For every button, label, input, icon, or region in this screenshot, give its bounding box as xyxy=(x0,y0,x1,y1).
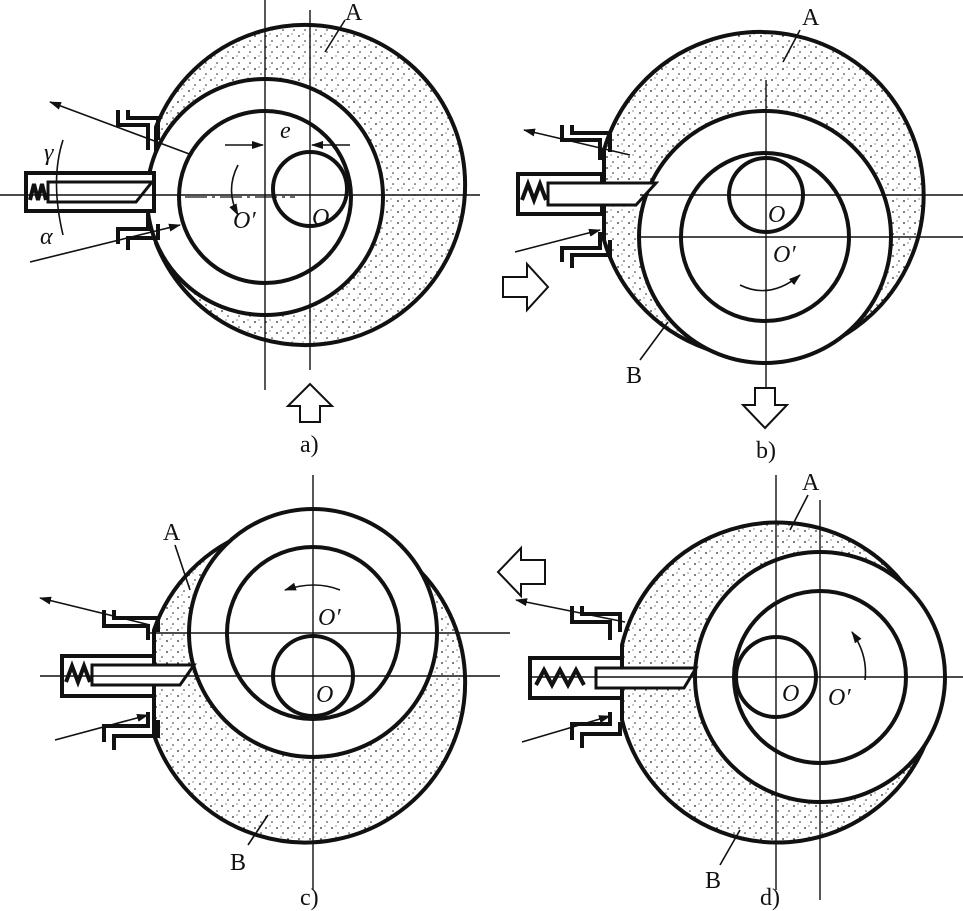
outlet-port xyxy=(560,125,612,160)
caption-b: b) xyxy=(756,438,776,464)
inlet-port xyxy=(102,712,160,750)
plunger xyxy=(46,180,156,204)
label-O: O xyxy=(316,682,333,708)
direction-arrow-up xyxy=(285,382,335,423)
label-B: B xyxy=(705,868,721,894)
label-A: A xyxy=(345,0,363,26)
label-gamma: γ xyxy=(44,140,54,166)
label-B: B xyxy=(230,850,246,876)
label-O-prime: O′ xyxy=(773,242,796,268)
outlet-port xyxy=(570,606,622,640)
label-A: A xyxy=(163,520,181,546)
panel-d: A B O O′ d) xyxy=(496,470,963,911)
panel-c: A B O′ O c) xyxy=(39,475,510,911)
panel-b: A B O O′ b) xyxy=(502,5,963,464)
label-O: O xyxy=(768,202,785,228)
outlet-port xyxy=(102,610,160,640)
label-B: B xyxy=(626,363,642,389)
outlet-port xyxy=(116,110,160,150)
direction-arrow-left xyxy=(496,545,546,599)
plunger xyxy=(594,666,699,690)
caption-d: d) xyxy=(760,885,780,911)
label-O-prime: O′ xyxy=(318,605,341,631)
caption-a: a) xyxy=(300,432,319,458)
label-e: e xyxy=(280,118,291,144)
label-O-prime: O′ xyxy=(233,208,256,234)
label-A: A xyxy=(802,470,820,496)
label-O: O xyxy=(782,681,799,707)
direction-arrow-down xyxy=(740,387,790,430)
label-O: O xyxy=(312,205,329,231)
spring xyxy=(520,178,548,206)
plunger xyxy=(546,181,660,207)
spring xyxy=(534,665,586,690)
caption-c: c) xyxy=(300,885,319,911)
label-O-prime: O′ xyxy=(828,685,851,711)
plunger xyxy=(90,663,197,687)
inlet-port xyxy=(570,712,622,748)
direction-arrow-right xyxy=(502,261,550,313)
label-alpha: α xyxy=(40,224,53,250)
spring xyxy=(64,660,92,688)
spring xyxy=(28,183,48,201)
inlet-port xyxy=(560,232,612,268)
panel-a: A e O′ O γ α a) xyxy=(0,0,480,458)
label-A: A xyxy=(802,5,820,31)
